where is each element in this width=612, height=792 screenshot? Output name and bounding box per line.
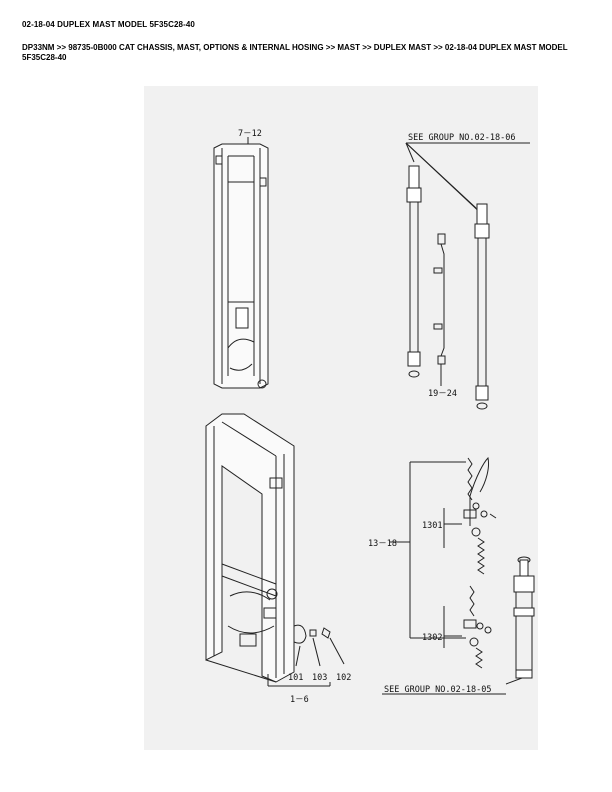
- outer-mast-drawing: [205, 413, 295, 683]
- page-title: 02-18-04 DUPLEX MAST MODEL 5F35C28-40: [22, 20, 195, 29]
- label-see-group-top: SEE GROUP NO.02-18-06: [408, 133, 515, 143]
- lift-cylinder-right-drawing: [474, 203, 490, 410]
- leader-line: [405, 142, 487, 219]
- label-inner-mast: 7－12: [238, 129, 262, 139]
- lift-cylinder-left-drawing: [406, 165, 422, 378]
- label-see-group-bottom: SEE GROUP NO.02-18-05: [384, 685, 491, 695]
- breadcrumb: DP33NM >> 98735-0B000 CAT CHASSIS, MAST,…: [22, 43, 568, 62]
- label-part-103: 103: [312, 673, 327, 683]
- label-part-1302: 1302: [422, 633, 442, 643]
- leader-line: [329, 637, 345, 665]
- tilt-cylinder-drawing: [513, 556, 535, 679]
- part-102-drawing: [321, 627, 331, 639]
- lift-chain-lower-drawing: [463, 585, 492, 669]
- leader-line: [312, 637, 321, 667]
- leader-line: [505, 677, 523, 685]
- label-part-1301: 1301: [422, 521, 442, 531]
- exploded-view-drawing: 7－12 SEE GROUP NO.02-18-06 19－24 101 103…: [205, 129, 535, 705]
- inner-mast-drawing: [213, 143, 269, 389]
- parts-diagram: 7－12 SEE GROUP NO.02-18-06 19－24 101 103…: [144, 86, 538, 750]
- part-103-drawing: [309, 629, 317, 637]
- lift-chain-upper-drawing: [463, 456, 497, 575]
- label-hose-assembly: 19－24: [428, 389, 457, 399]
- label-part-102: 102: [336, 673, 351, 683]
- leader-line: [295, 645, 301, 667]
- leader-line: [405, 142, 415, 163]
- label-chain-assembly: 13－18: [368, 539, 397, 549]
- label-outer-mast: 1－6: [290, 695, 309, 705]
- hose-assembly-drawing: [433, 233, 446, 365]
- part-101-drawing: [293, 624, 307, 644]
- label-part-101: 101: [288, 673, 303, 683]
